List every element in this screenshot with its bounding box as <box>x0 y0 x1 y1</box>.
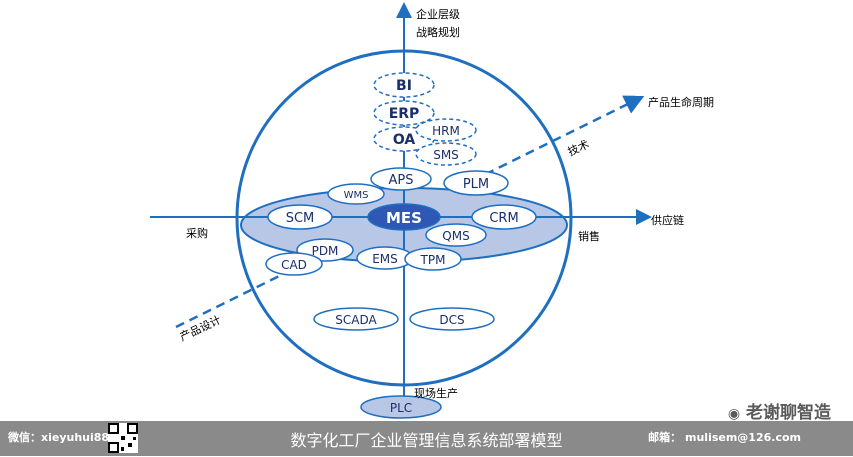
wms-label: WMS <box>344 190 369 201</box>
plm-label: PLM <box>463 177 489 192</box>
crm-node <box>471 204 537 230</box>
cad-node <box>265 252 323 276</box>
scada-label: SCADA <box>335 313 377 327</box>
bi-label: BI <box>396 78 412 94</box>
footer-bar: 微信：xieyuhui888 数字化工厂企业管理信息系统部署模型 邮箱： mul… <box>0 421 853 456</box>
brand-watermark: ◉ 老谢聊智造 <box>728 398 831 423</box>
ems-label: EMS <box>372 252 398 266</box>
scm-node <box>267 204 333 230</box>
scm-label: SCM <box>286 211 315 226</box>
tpm-label: TPM <box>420 253 446 267</box>
axis-right-label: 供应链 <box>651 213 684 227</box>
brand-text: 老谢聊智造 <box>746 403 831 423</box>
diag-lower-label: 产品设计 <box>177 312 223 343</box>
oa-label: OA <box>393 132 416 148</box>
dcs-node <box>409 307 495 331</box>
wms-node <box>327 183 385 205</box>
bi-node <box>373 72 435 98</box>
mes-node <box>367 203 441 231</box>
diag-upper-label: 产品生命周期 <box>648 95 714 109</box>
pdm-label: PDM <box>312 244 339 258</box>
sms-label: SMS <box>433 148 459 162</box>
sms-node <box>415 142 477 166</box>
hrm-node <box>415 118 477 142</box>
footer-wechat: 微信：xieyuhui888 <box>8 431 117 444</box>
crm-label: CRM <box>489 211 518 226</box>
qms-node <box>425 223 487 247</box>
axis-left-label: 采购 <box>186 226 208 240</box>
wechat-icon: ◉ <box>727 406 741 422</box>
axis-right-inner-label: 销售 <box>578 229 600 243</box>
axis-top-label-2: 战略规划 <box>416 25 460 39</box>
scada-node <box>313 307 399 331</box>
mes-label: MES <box>386 209 422 227</box>
qr-code-icon <box>108 423 138 453</box>
hrm-label: HRM <box>432 124 460 138</box>
aps-node <box>370 167 432 191</box>
diag-tech-label: 技术 <box>566 138 591 159</box>
aps-label: APS <box>389 173 414 188</box>
plc-node <box>360 395 442 419</box>
footer-title: 数字化工厂企业管理信息系统部署模型 <box>290 431 563 450</box>
qms-label: QMS <box>442 229 469 243</box>
erp-label: ERP <box>389 106 420 122</box>
cad-label: CAD <box>281 258 307 272</box>
axis-bottom-label: 现场生产 <box>414 386 458 400</box>
plm-node <box>443 170 509 196</box>
axis-top-label-1: 企业层级 <box>416 7 460 21</box>
footer-email: 邮箱： mulisem@126.com <box>648 431 801 444</box>
tpm-node <box>404 247 462 271</box>
plc-label: PLC <box>390 401 412 415</box>
erp-node <box>373 100 435 126</box>
dcs-label: DCS <box>439 313 464 327</box>
